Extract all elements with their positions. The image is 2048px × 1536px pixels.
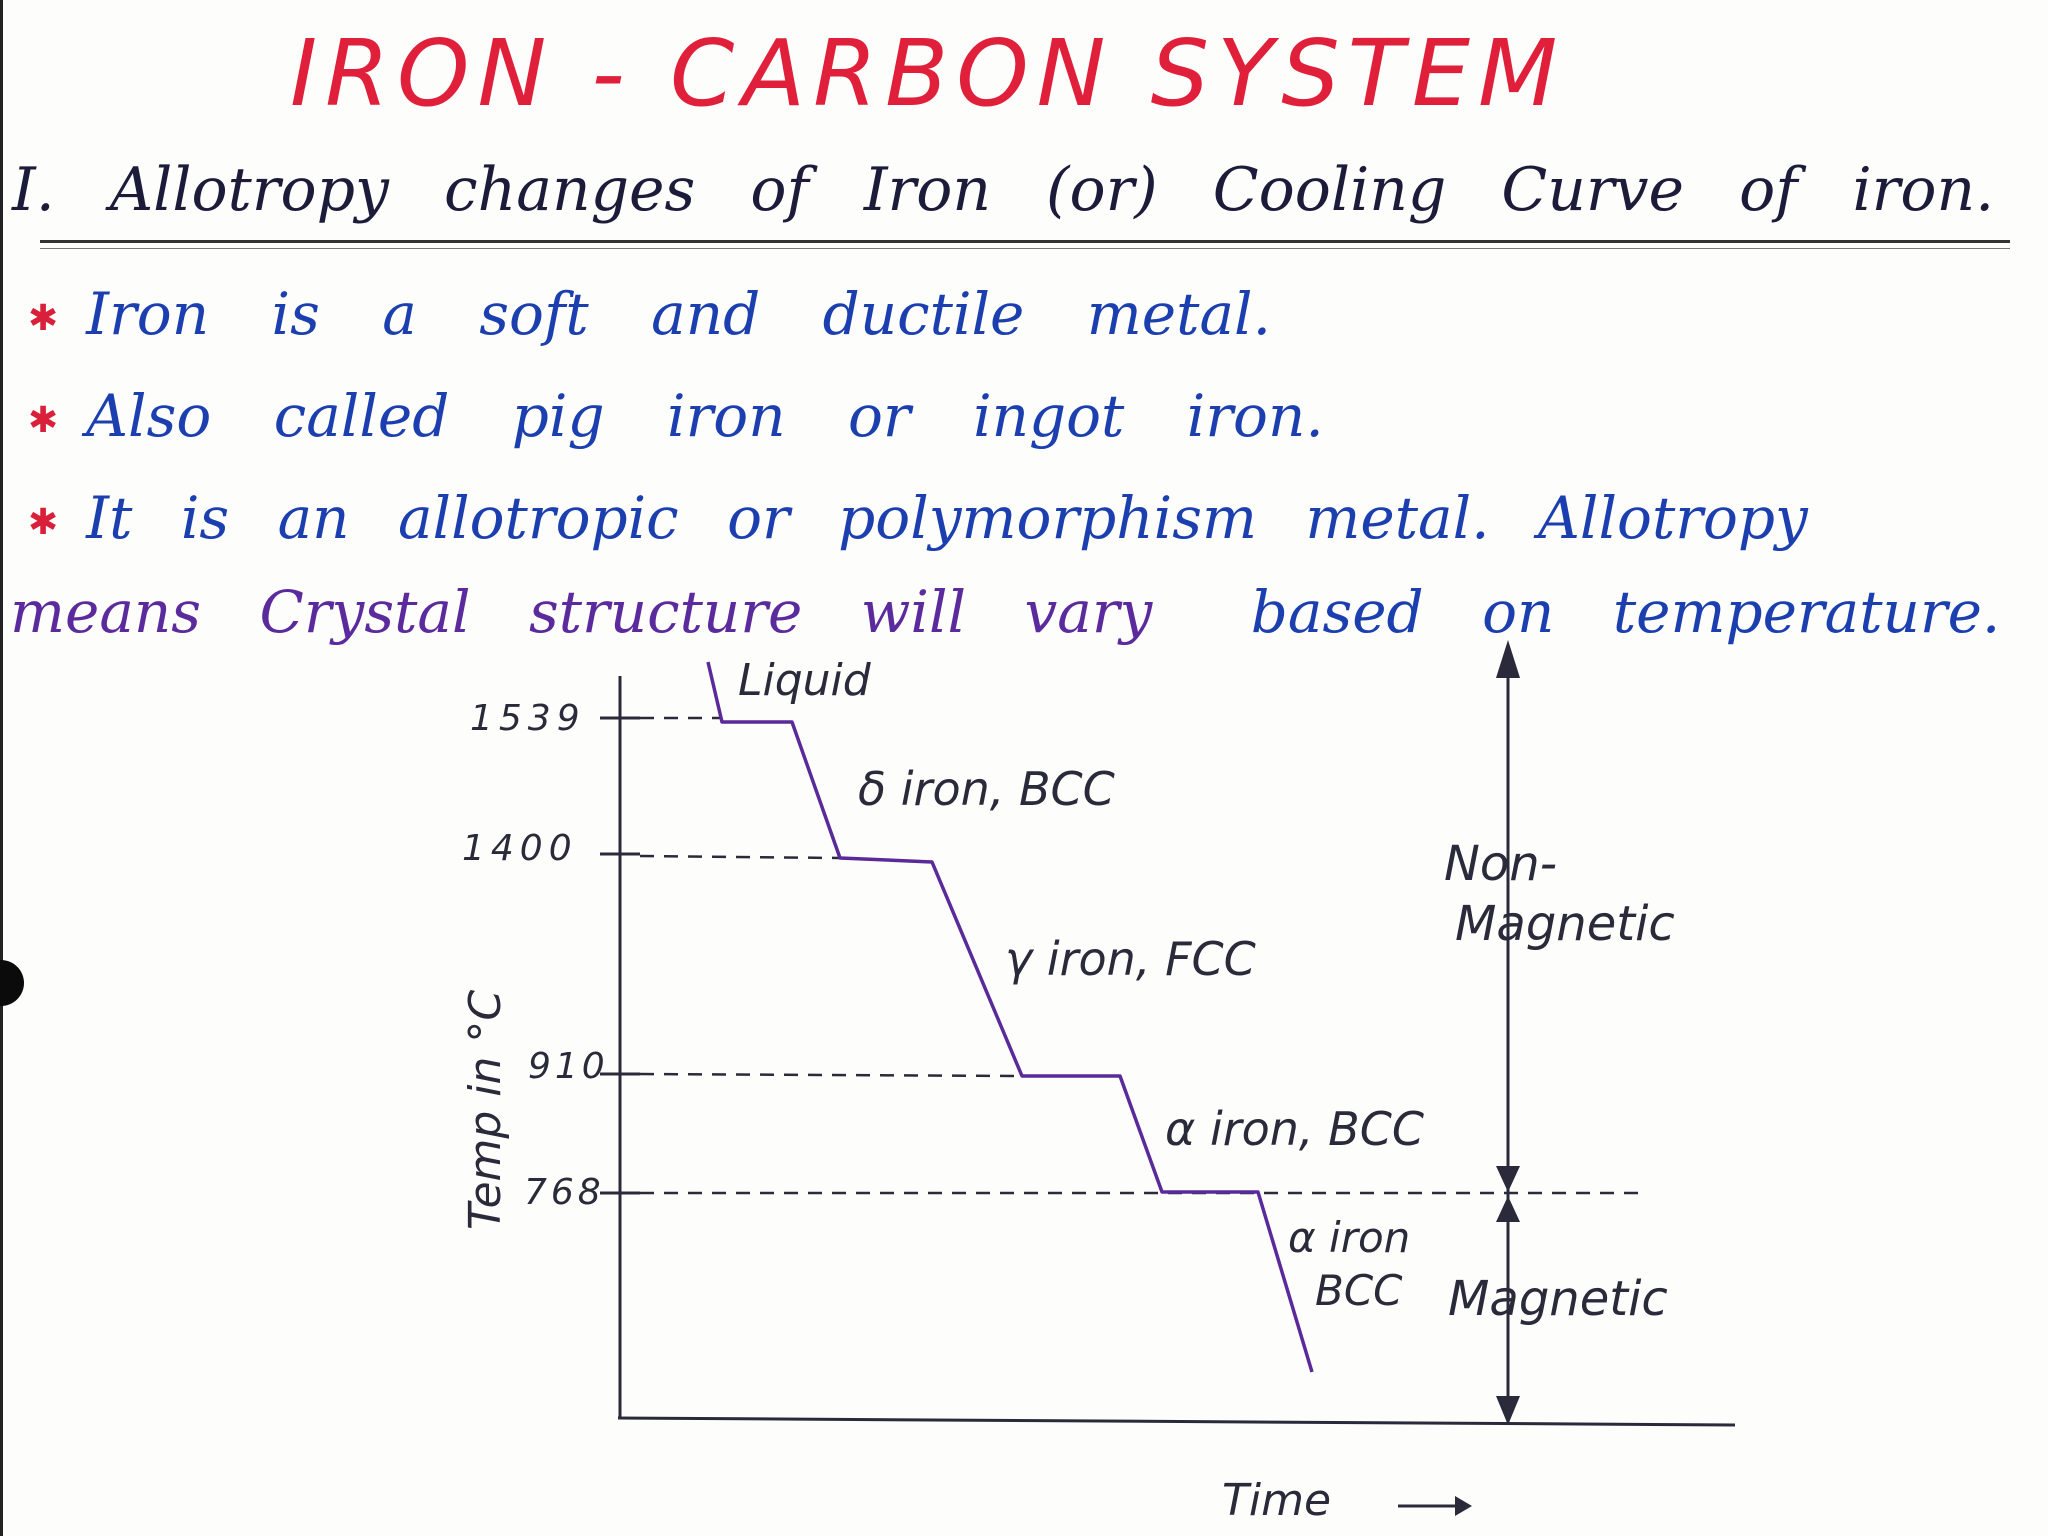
- x-axis: [617, 1416, 1736, 1427]
- bullet-2: ✱ Also called pig iron or ingot iron.: [28, 382, 1324, 450]
- cooling-curve: [706, 661, 1314, 1373]
- phase-label-alpha-nonmagnetic: α iron, BCC: [1165, 1102, 1424, 1156]
- down-arrow-icon: [1496, 1166, 1520, 1192]
- page-left-edge: [0, 0, 3, 1536]
- page-title: IRON - CARBON SYSTEM: [290, 20, 1566, 127]
- temp-label-768: 768: [524, 1172, 605, 1213]
- phase-label-alpha-magnetic-1: α iron: [1288, 1213, 1410, 1262]
- bullet-1-text: Iron is a soft and ductile metal.: [86, 280, 1272, 348]
- temp-label-1539: 1539: [470, 698, 586, 739]
- guide-910: [639, 1072, 1021, 1078]
- time-arrow-icon: [1398, 1496, 1472, 1516]
- bullet-2-text: Also called pig iron or ingot iron.: [86, 382, 1324, 450]
- phase-label-gamma: γ iron, FCC: [1005, 932, 1256, 986]
- up-arrow-icon: [1496, 1196, 1520, 1222]
- magnetic-label: Magnetic: [1448, 1271, 1668, 1327]
- phase-label-delta: δ iron, BCC: [858, 762, 1115, 816]
- bullet-star-icon: ✱: [28, 400, 59, 442]
- non-magnetic-label-1: Non-: [1444, 836, 1557, 892]
- up-arrow-icon: [1496, 640, 1520, 678]
- down-arrow-icon: [1496, 1396, 1520, 1425]
- x-axis-label: Time: [1222, 1475, 1331, 1526]
- guide-1400: [639, 854, 841, 860]
- bullet-1: ✱ Iron is a soft and ductile metal.: [28, 280, 1271, 348]
- bullet-3-text-line1: It is an allotropic or polymorphism meta…: [86, 484, 1808, 552]
- bullet-3-text-line2: means Crystal structure will vary: [10, 578, 1153, 646]
- temp-label-1400: 1400: [462, 828, 578, 869]
- bullet-star-icon: ✱: [28, 502, 59, 544]
- phase-label-liquid: Liquid: [738, 655, 872, 706]
- temp-label-910: 910: [528, 1046, 609, 1087]
- bullet-star-icon: ✱: [28, 298, 59, 340]
- heading-underline: [40, 240, 2010, 249]
- bullet-3-continued: means Crystal structure will vary based …: [10, 578, 2000, 646]
- y-axis-label: Temp in °C: [460, 990, 511, 1230]
- phase-label-alpha-magnetic-2: BCC: [1315, 1266, 1403, 1315]
- section-heading: I. Allotropy changes of Iron (or) Coolin…: [12, 155, 1995, 225]
- bullet-3: ✱ It is an allotropic or polymorphism met…: [28, 484, 1808, 552]
- bullet-3-text-line3: based on temperature.: [1250, 578, 2001, 646]
- non-magnetic-label-2: Magnetic: [1455, 896, 1675, 952]
